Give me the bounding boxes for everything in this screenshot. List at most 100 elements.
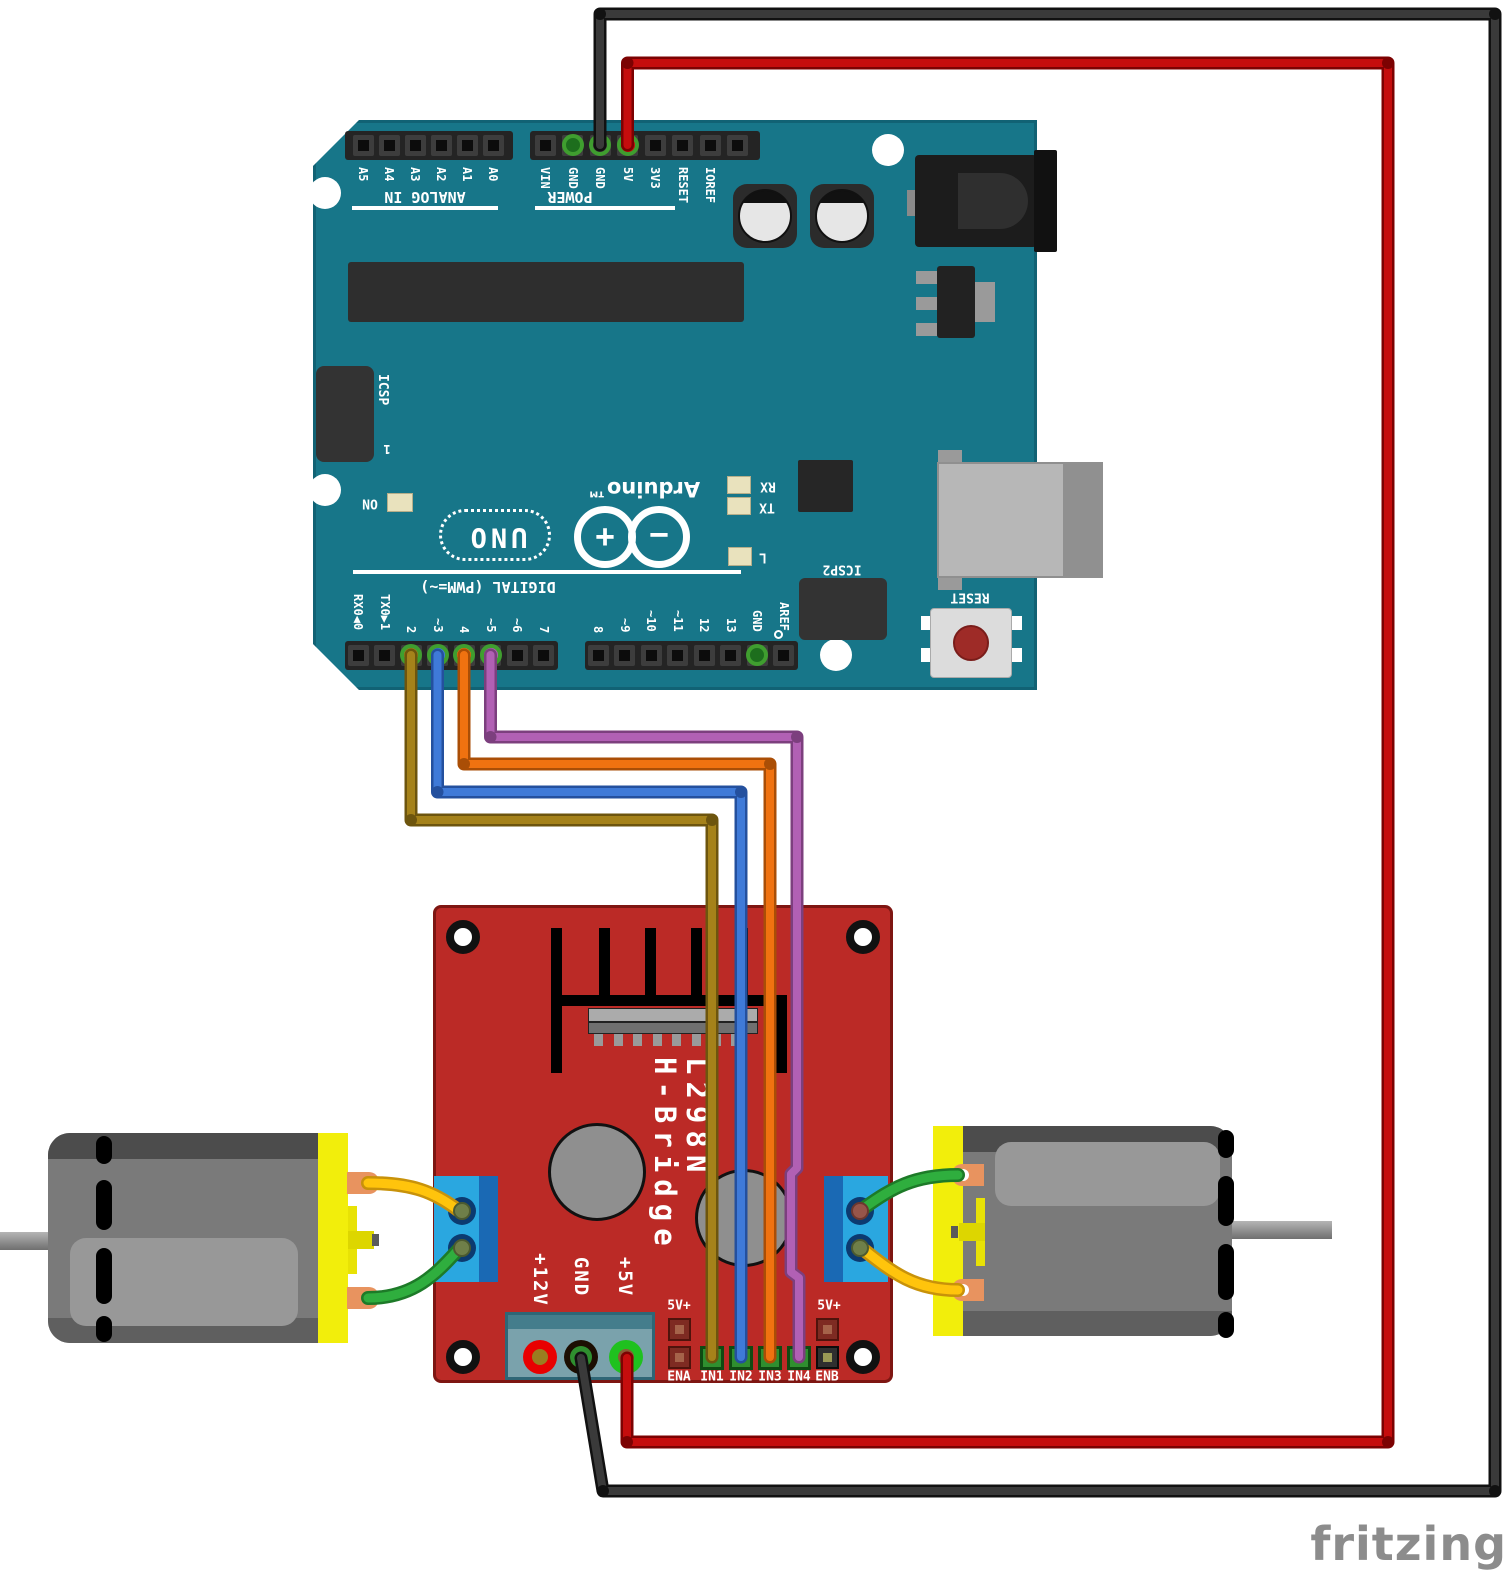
pin-label-3V3: 3V3 [648,167,662,189]
rx-led [727,476,751,494]
pin-A0[interactable] [482,134,504,156]
dip-socket [348,262,744,322]
icsp2-header[interactable] [799,578,887,640]
signal-pin-pad [736,1353,746,1363]
regulator-leg [916,271,937,284]
uno-oval [439,509,551,561]
right-output-terminal-block[interactable] [824,1176,888,1282]
l298-chip-body [588,1022,758,1034]
pin-hole [357,139,369,151]
regulator-leg [916,297,937,310]
signal-pin[interactable] [729,1346,753,1370]
pin-connected-ring [589,134,611,156]
pin-13[interactable] [720,644,741,666]
jumper-pin[interactable] [815,1318,839,1341]
pin-label-A5: A5 [356,167,370,182]
pin-label-~9: ~9 [617,618,632,633]
regulator-tab [975,282,995,322]
pin-8[interactable] [587,644,609,666]
motor-slot [96,1180,112,1230]
pin-VIN[interactable] [534,134,556,156]
jumper-pin[interactable] [815,1346,839,1369]
pin-label-12: 12 [697,618,711,633]
pin-hole [511,649,523,661]
jumper-pin-pad [674,1325,684,1334]
pin-RESET[interactable] [672,134,693,156]
pin-~9[interactable] [614,644,635,666]
pin-hole [592,649,604,661]
pin-~10[interactable] [640,644,662,666]
barrel-jack-inner [958,173,1028,229]
pin-label-RESET: RESET [675,167,690,204]
pin-label-~10: ~10 [644,610,658,632]
right-motor-terminal-hole [957,1169,969,1181]
hbridge-mount-hole [846,920,880,954]
left-motor-top-band [48,1133,318,1159]
pin-IOREF[interactable] [699,134,721,156]
motor-slot [1218,1244,1234,1300]
pin-3V3[interactable] [644,134,666,156]
motor-slot [96,1316,112,1342]
signal-pin[interactable] [787,1346,811,1370]
pin-A3[interactable] [404,134,426,156]
icsp-label: ICSP [375,374,390,406]
pin-7[interactable] [533,644,554,666]
motor-slot [96,1136,112,1164]
icsp-header[interactable] [316,366,374,462]
reset-button-tab [1012,616,1022,630]
pin-hole [619,649,630,661]
reset-button[interactable] [953,625,989,661]
jumper-pin[interactable] [667,1318,691,1341]
control-pin-label-IN4: IN4 [787,1369,811,1385]
motor-slot [1218,1130,1234,1158]
pin-label-GND: GND [593,167,607,189]
pin-A4[interactable] [378,134,400,156]
heatsink-silk [551,995,787,1006]
pin-connected-ring [426,644,449,666]
signal-pin[interactable] [700,1346,724,1370]
usb-connector-tab [938,577,962,590]
signal-pin-pad [765,1353,775,1363]
right-motor-nub [951,1226,958,1238]
right-motor-highlight [995,1142,1220,1206]
hbridge-mount-hole [446,920,480,954]
pin-~11[interactable] [667,644,688,666]
pin-label-13: 13 [723,618,738,633]
control-pin-label-ENB: ENB [815,1369,839,1385]
pin-RX0◀0[interactable] [347,644,369,666]
pin-connected-ring [746,644,768,666]
pin-AREF[interactable] [773,644,794,666]
pin-A1[interactable] [456,134,478,156]
right-motor-shaft [1232,1221,1332,1239]
l298-chip [588,1008,758,1022]
signal-pin[interactable] [758,1346,782,1370]
motor-slot [1218,1176,1234,1226]
analog-underline [352,206,498,210]
left-motor-terminal-hole [362,1292,374,1304]
pin-TX0▶1[interactable] [374,644,395,666]
pin-hole [778,649,789,661]
plus-icon: + [595,517,615,555]
arduino-mount-hole [309,474,341,506]
pin-~6[interactable] [506,644,528,666]
heatsink-silk [645,928,656,1006]
pin-connected-ring [616,134,639,156]
pin-connected-ring [561,134,584,156]
pin-hole [645,649,657,661]
pin-12[interactable] [693,644,715,666]
pin-label-A3: A3 [408,167,422,182]
jumper-pin[interactable] [667,1346,691,1369]
left-output-terminal-block[interactable] [434,1176,498,1282]
icsp2-label: ICSP2 [822,561,862,577]
pin-nc[interactable] [727,134,748,156]
jumper-pin-pad [822,1325,832,1334]
pin-A2[interactable] [430,134,452,156]
motor-slot [96,1248,112,1304]
pin-A5[interactable] [352,134,374,156]
rx-label: RX [760,478,776,494]
pin-connected-ring [479,644,502,666]
pin-label-~6: ~6 [510,618,524,633]
terminal-hole-center [454,1240,470,1256]
jumper-label-right: 5V+ [817,1298,841,1314]
power-label: POWER [547,188,593,206]
